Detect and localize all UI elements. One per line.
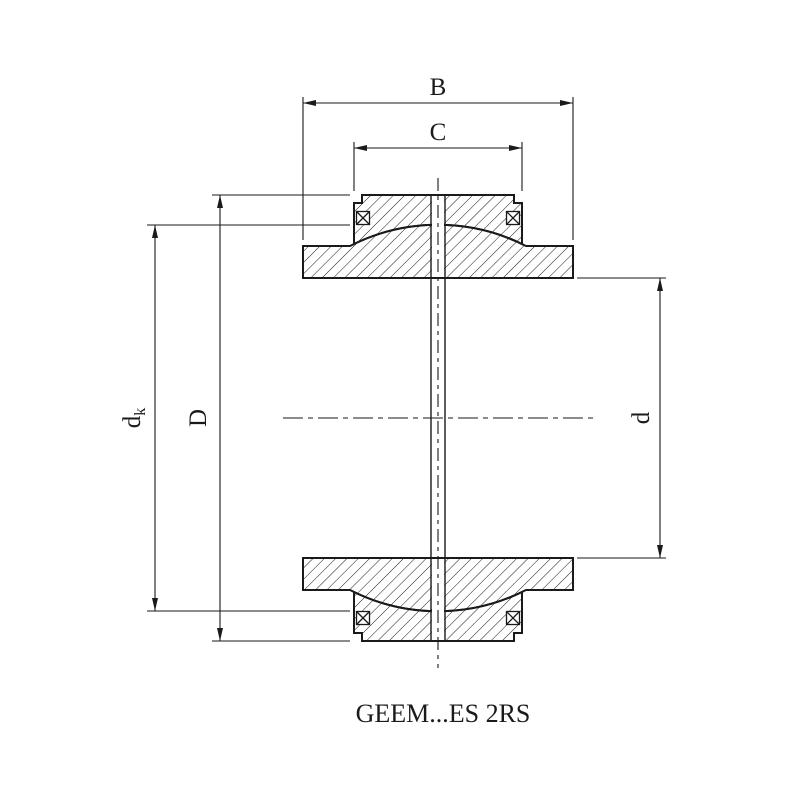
lube-hole-gap-bottom [432,559,444,640]
label-outer-diameter-d: D [185,409,212,427]
seals [355,210,521,626]
dimension-b [302,97,574,240]
seal-top-right [505,210,521,226]
seal-bottom-right [505,610,521,626]
dimension-c [353,142,523,191]
centerlines [283,178,597,668]
dimension-d-bore [577,277,666,559]
label-width-c: C [430,119,447,146]
dimensions [147,97,666,642]
seal-top-left [355,210,371,226]
label-bore-d: d [628,411,655,424]
label-sphere-dk: dk [119,408,149,429]
drawing-caption: GEEM...ES 2RS [356,699,531,728]
dimension-dk [147,224,350,612]
seal-bottom-left [355,610,371,626]
dimension-d-outer [212,194,350,642]
label-width-b: B [430,74,447,101]
